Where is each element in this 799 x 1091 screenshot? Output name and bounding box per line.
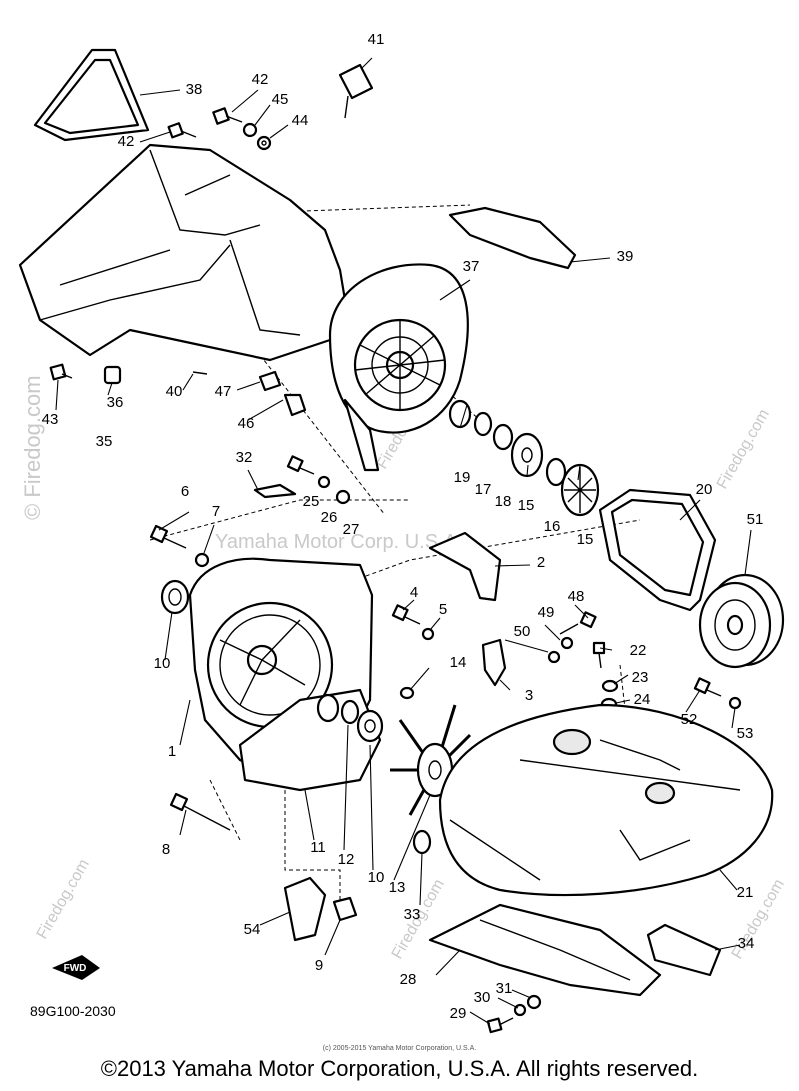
callout-31: 31 xyxy=(496,980,513,997)
callout-18: 18 xyxy=(495,493,512,510)
fine-print: (c) 2005-2015 Yamaha Motor Corporation, … xyxy=(322,1045,477,1052)
watermark-firedog-left: © Firedog.com xyxy=(20,375,45,520)
callout-43: 43 xyxy=(42,411,59,428)
callout-3: 3 xyxy=(525,687,533,704)
callout-12: 12 xyxy=(338,851,355,868)
callout-8: 8 xyxy=(162,841,170,858)
callout-42-top: 42 xyxy=(252,71,269,88)
callout-14: 14 xyxy=(450,654,467,671)
gasket-38 xyxy=(33,48,150,142)
callout-9: 9 xyxy=(315,957,323,974)
callout-2: 2 xyxy=(537,554,545,571)
callout-10-center: 10 xyxy=(368,869,385,886)
callout-27: 27 xyxy=(343,521,360,538)
callout-labels: 1 2 3 4 5 6 7 8 9 10 10 10 11 12 13 14 1… xyxy=(42,31,764,1022)
panel-34 xyxy=(646,923,722,977)
fitting-41 xyxy=(338,63,374,119)
callout-20: 20 xyxy=(696,481,713,498)
bolt-group-bottom xyxy=(486,994,542,1034)
callout-38: 38 xyxy=(186,81,203,98)
callout-15-a: 15 xyxy=(518,497,535,514)
callout-23: 23 xyxy=(632,669,649,686)
callout-24: 24 xyxy=(634,691,651,708)
callout-34: 34 xyxy=(738,935,755,952)
callout-50: 50 xyxy=(514,623,531,640)
bolt-group-top xyxy=(167,107,272,151)
watermark-yamaha: Yamaha Motor Corp. U.S.A. xyxy=(215,531,463,553)
callout-33: 33 xyxy=(404,906,421,923)
copyright-notice: ©2013 Yamaha Motor Corporation, U.S.A. A… xyxy=(100,1056,699,1081)
callout-4: 4 xyxy=(410,584,418,601)
callout-52: 52 xyxy=(681,711,698,728)
leader-lines xyxy=(55,57,752,1025)
deflector-28 xyxy=(428,903,662,997)
upper-shroud xyxy=(18,143,347,362)
long-bolts xyxy=(149,524,231,831)
fwd-label: FWD xyxy=(64,963,87,974)
callout-13: 13 xyxy=(389,879,406,896)
callout-45: 45 xyxy=(272,91,289,108)
callout-29: 29 xyxy=(450,1005,467,1022)
callout-39: 39 xyxy=(617,248,634,265)
callout-5: 5 xyxy=(439,601,447,618)
callout-22: 22 xyxy=(630,642,647,659)
callout-48: 48 xyxy=(568,588,585,605)
watermark-firedog-right: Firedog.com xyxy=(714,406,773,492)
cover-54-and-nut-9 xyxy=(283,876,358,942)
bracket-2 xyxy=(428,531,502,602)
callout-15-b: 15 xyxy=(577,531,594,548)
callout-10-left: 10 xyxy=(154,655,171,672)
callout-25: 25 xyxy=(303,493,320,510)
callout-41: 41 xyxy=(368,31,385,48)
callout-1: 1 xyxy=(168,743,176,760)
pulley-51 xyxy=(698,573,785,669)
callout-30: 30 xyxy=(474,989,491,1006)
fan-cover-37 xyxy=(328,263,469,472)
callout-36: 36 xyxy=(107,394,124,411)
bolt-group-mid xyxy=(253,455,351,505)
engine-cover-21 xyxy=(438,703,774,897)
hardware-cluster xyxy=(391,604,742,711)
callout-49: 49 xyxy=(538,604,555,621)
callout-19: 19 xyxy=(454,469,471,486)
callout-44: 44 xyxy=(292,112,309,129)
callout-16: 16 xyxy=(544,518,561,535)
small-parts-left xyxy=(49,363,307,417)
callout-47: 47 xyxy=(215,383,232,400)
callout-28: 28 xyxy=(400,971,417,988)
callout-6: 6 xyxy=(181,483,189,500)
callout-32: 32 xyxy=(236,449,253,466)
belt-20 xyxy=(598,488,717,612)
watermark-firedog-lower-left: Firedog.com xyxy=(34,856,93,942)
callout-26: 26 xyxy=(321,509,338,526)
callout-53: 53 xyxy=(737,725,754,742)
callout-17: 17 xyxy=(475,481,492,498)
callout-40: 40 xyxy=(166,383,183,400)
callout-7: 7 xyxy=(212,503,220,520)
callout-35: 35 xyxy=(96,433,113,450)
callout-54: 54 xyxy=(244,921,261,938)
callout-11: 11 xyxy=(310,839,326,856)
callout-21: 21 xyxy=(737,884,754,901)
fwd-arrow: FWD xyxy=(52,955,100,980)
callout-46: 46 xyxy=(238,415,255,432)
callout-37: 37 xyxy=(463,258,480,275)
callout-42-left: 42 xyxy=(118,133,135,150)
callout-51: 51 xyxy=(747,511,764,528)
drawing-code: 89G100-2030 xyxy=(30,1003,116,1019)
